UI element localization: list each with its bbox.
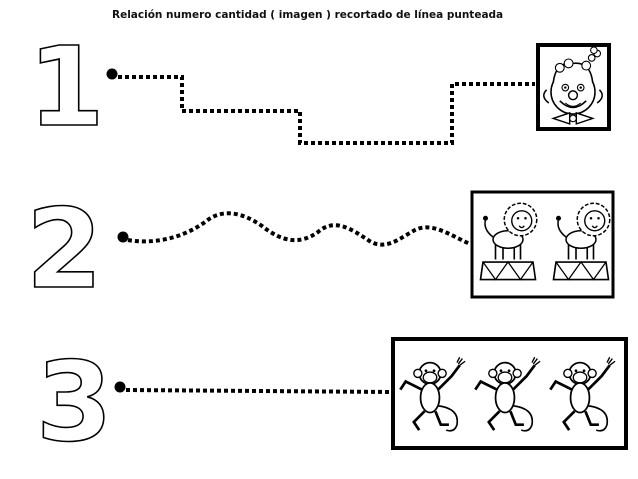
number-two-outline: 2 [26, 185, 103, 313]
number-one-outline: 1 [28, 23, 105, 151]
start-dot [114, 381, 126, 393]
row-3: 3 [35, 337, 628, 467]
number-three-outline: 3 [36, 338, 113, 466]
worksheet-title: Relación numero cantidad ( imagen ) reco… [112, 9, 504, 21]
row-1: 1 [27, 22, 611, 152]
dotted-path-straight[interactable] [125, 388, 393, 394]
dotted-path-wave[interactable] [127, 211, 471, 247]
start-dot [117, 231, 129, 243]
row-2: 2 [25, 184, 615, 314]
dotted-path-steps[interactable] [118, 75, 535, 145]
start-dot [106, 68, 118, 80]
